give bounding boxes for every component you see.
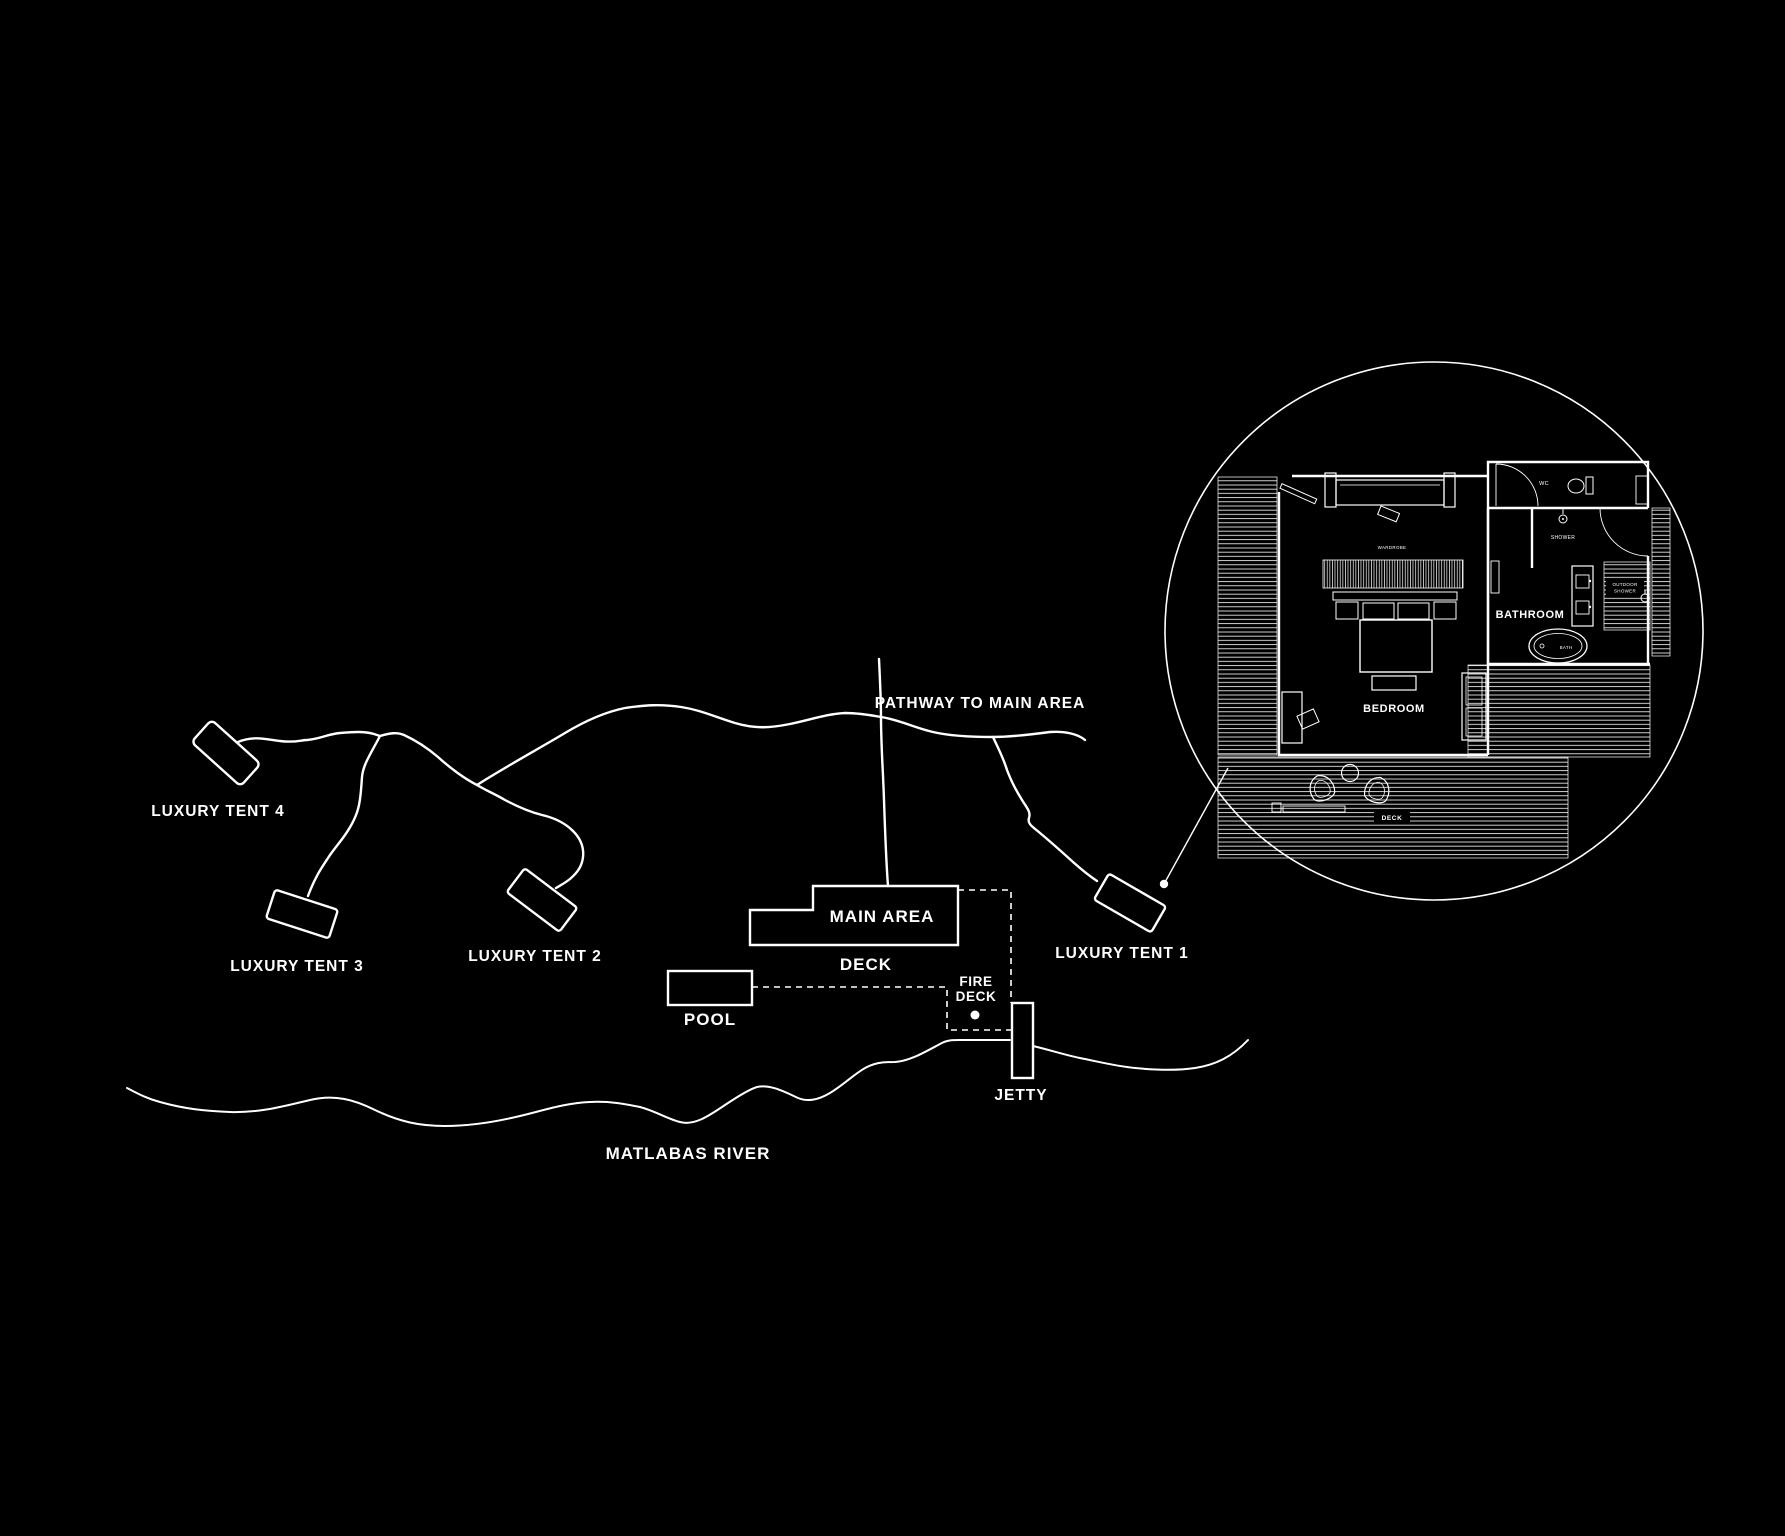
tent-1-callout-line <box>1163 767 1229 885</box>
bathroom-cupboard <box>1635 475 1649 505</box>
main-area-label: MAIN AREA <box>830 907 935 926</box>
nightstand-left <box>1335 601 1359 620</box>
wall-art <box>1376 505 1401 523</box>
outdoor-shower-head-icon <box>1640 593 1650 603</box>
luxury-tent-4 <box>192 720 260 786</box>
deck-strip-east <box>1651 507 1671 657</box>
headboard-shelf <box>1332 591 1458 601</box>
wc-door-arc <box>1495 463 1539 507</box>
shower-label: SHOWER <box>1551 535 1575 541</box>
bath-label: BATH <box>1560 645 1573 650</box>
deck-chair-right <box>1363 776 1390 804</box>
basin-1-faucet <box>1588 579 1592 583</box>
shower-head-dot <box>1562 518 1564 520</box>
headboard <box>1322 559 1464 589</box>
pool-rect <box>666 969 754 1007</box>
sofa <box>1461 672 1487 741</box>
bathroom-walls <box>1486 460 1650 666</box>
basin-2-faucet <box>1588 605 1592 609</box>
path-to-main-area <box>877 657 890 888</box>
bed-foot-bench <box>1371 675 1417 691</box>
entry-door-leaf <box>1279 483 1318 505</box>
site-map: PATHWAY TO MAIN AREA LUXURY TENT 4 LUXUR… <box>126 657 1249 1163</box>
luxury-tent-3 <box>265 889 339 939</box>
path-to-tent-2 <box>475 783 585 890</box>
pillow-left <box>1362 602 1395 620</box>
jetty-rect <box>1010 1001 1035 1080</box>
fire-deck-dot <box>970 1010 980 1020</box>
bath-tub-inner <box>1533 633 1583 659</box>
pool-label: POOL <box>684 1010 736 1029</box>
deck-block-southeast <box>1467 664 1651 758</box>
wardrobe-label: WARDROBE <box>1378 545 1407 550</box>
desk-chair <box>1296 708 1320 730</box>
main-pathway-line <box>236 704 1087 787</box>
river-label: MATLABAS RIVER <box>606 1144 771 1163</box>
pillow-right <box>1397 602 1430 620</box>
pathway-label: PATHWAY TO MAIN AREA <box>875 695 1086 712</box>
main-area-deck-label: DECK <box>840 955 892 974</box>
fire-deck-label-line1: FIRE <box>959 974 992 989</box>
bathroom-label: BATHROOM <box>1496 609 1565 621</box>
vanity <box>1571 565 1594 627</box>
luxury-tent-2 <box>506 868 578 932</box>
deck-step <box>1282 805 1346 813</box>
outdoor-shower-door-arc <box>1599 507 1649 557</box>
deck-side-table <box>1340 763 1360 783</box>
matlabas-river-line <box>126 1039 1249 1128</box>
tent-2-label: LUXURY TENT 2 <box>468 948 602 965</box>
outdoor-shower-label-bg <box>1606 579 1644 595</box>
tent-floorplan-inset: WARDROBE BEDROOM DECK <box>1164 361 1704 901</box>
wardrobe-body <box>1335 479 1445 506</box>
main-area-building <box>748 884 960 947</box>
sofa-cushion-2 <box>1465 707 1483 737</box>
path-to-tent-1 <box>991 735 1099 883</box>
toilet-tank <box>1585 476 1594 495</box>
shower-head-icon <box>1558 514 1568 524</box>
outdoor-shower-label-line2: SHOWER <box>1614 589 1637 594</box>
inset-deck-label: DECK <box>1382 815 1403 822</box>
inset-circle <box>1164 361 1704 901</box>
toilet-bowl <box>1567 478 1585 494</box>
path-to-tent-3 <box>306 734 382 898</box>
deck-strip-west <box>1217 476 1278 756</box>
jetty-label: JETTY <box>994 1087 1047 1104</box>
wc-label: WC <box>1539 481 1549 487</box>
deck-chair-left <box>1309 775 1336 802</box>
towel-rail <box>1490 560 1500 594</box>
nightstand-right <box>1433 601 1457 620</box>
bath-tub-outer <box>1528 628 1588 664</box>
tent-3-label: LUXURY TENT 3 <box>230 958 364 975</box>
outdoor-shower-floor <box>1603 561 1651 631</box>
bath-faucet <box>1539 643 1545 649</box>
fire-deck-label-line2: DECK <box>956 989 997 1004</box>
outdoor-shower-label-line1: OUTDOOR <box>1612 582 1638 587</box>
deck-label-bg <box>1374 811 1410 822</box>
deck-block-south <box>1217 756 1569 859</box>
desk <box>1281 691 1303 744</box>
tent-4-label: LUXURY TENT 4 <box>151 803 285 820</box>
luxury-tent-1 <box>1093 873 1167 933</box>
tent-1-label: LUXURY TENT 1 <box>1055 945 1189 962</box>
bedroom-label: BEDROOM <box>1363 703 1425 715</box>
bed <box>1359 619 1433 673</box>
deck-step-post <box>1271 802 1282 813</box>
sofa-cushion-1 <box>1465 676 1483 706</box>
